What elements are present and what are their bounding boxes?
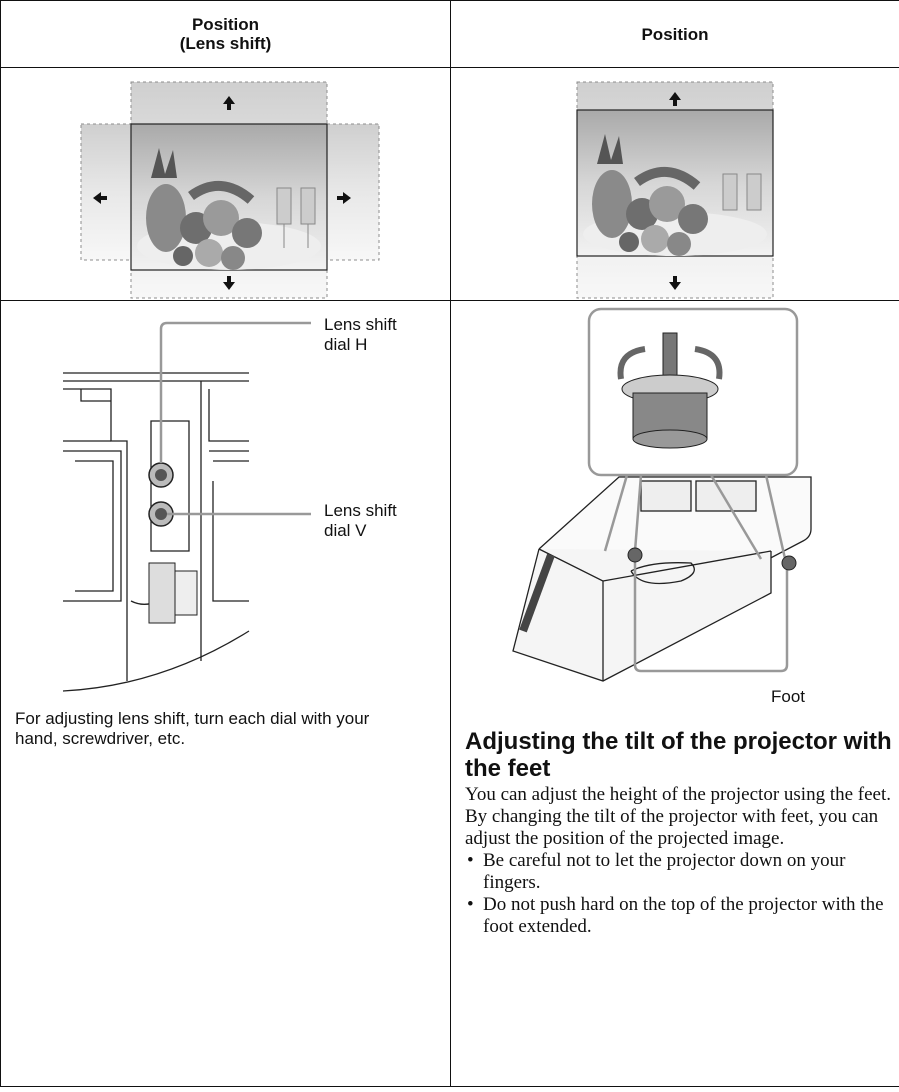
arrow-down-icon — [223, 276, 235, 290]
tilt-paragraph-1: You can adjust the height of the project… — [465, 784, 891, 805]
lens-shift-dials-illustration — [62, 321, 311, 692]
arrow-right-icon — [337, 192, 351, 204]
arrow-up-icon — [669, 92, 681, 106]
header-lens-shift-line1: Position — [191, 15, 260, 34]
lens-shift-diagram-cell — [0, 67, 451, 301]
arrow-left-icon — [93, 192, 107, 204]
projector-body — [512, 476, 812, 682]
callout-dial-h-line2: dial H — [324, 335, 368, 354]
projector-feet-illustration — [512, 307, 812, 682]
callout-dial-h-line1: Lens shift — [324, 315, 397, 334]
callout-dial-v-line2: dial V — [324, 521, 367, 540]
tilt-paragraph-2: By changing the tilt of the projector wi… — [465, 806, 879, 849]
tilt-diagram-cell — [450, 67, 899, 301]
header-lens-shift: Position (Lens shift) — [0, 0, 451, 68]
front-foot-icon[interactable] — [627, 547, 643, 563]
rear-foot-icon[interactable] — [781, 555, 797, 571]
tilt-bullet-1: Be careful not to let the projector down… — [465, 850, 895, 894]
fruit-illustration — [137, 148, 321, 270]
header-position-label: Position — [641, 24, 709, 44]
fruit-illustration — [583, 134, 767, 256]
callout-dial-v-line1: Lens shift — [324, 501, 397, 520]
tilt-section: Adjusting the tilt of the projector with… — [465, 728, 895, 938]
lens-shift-caption: For adjusting lens shift, turn each dial… — [15, 709, 370, 748]
foot-label: Foot — [771, 687, 806, 706]
lens-shift-dial-v[interactable] — [148, 501, 174, 527]
callout-dial-v: Lens shift dial V — [324, 501, 397, 541]
arrow-down-icon — [669, 276, 681, 290]
tilt-bullets: Be careful not to let the projector down… — [465, 850, 895, 938]
tilt-diagram — [576, 81, 774, 299]
lens-shift-cell: Lens shift dial H Lens shift dial V For … — [0, 300, 451, 1087]
callout-dial-h: Lens shift dial H — [324, 315, 397, 355]
header-lens-shift-line2: (Lens shift) — [179, 34, 272, 53]
foot-closeup — [617, 332, 723, 449]
lens-shift-dial-h[interactable] — [148, 462, 174, 488]
lens-shift-diagram — [80, 81, 380, 299]
tilt-bullet-2: Do not push hard on the top of the proje… — [465, 894, 895, 938]
arrow-up-icon — [223, 96, 235, 110]
header-position: Position — [450, 0, 899, 68]
tilt-heading: Adjusting the tilt of the projector with… — [465, 728, 892, 782]
tilt-cell: Foot Adjusting the tilt of the projector… — [450, 300, 899, 1087]
